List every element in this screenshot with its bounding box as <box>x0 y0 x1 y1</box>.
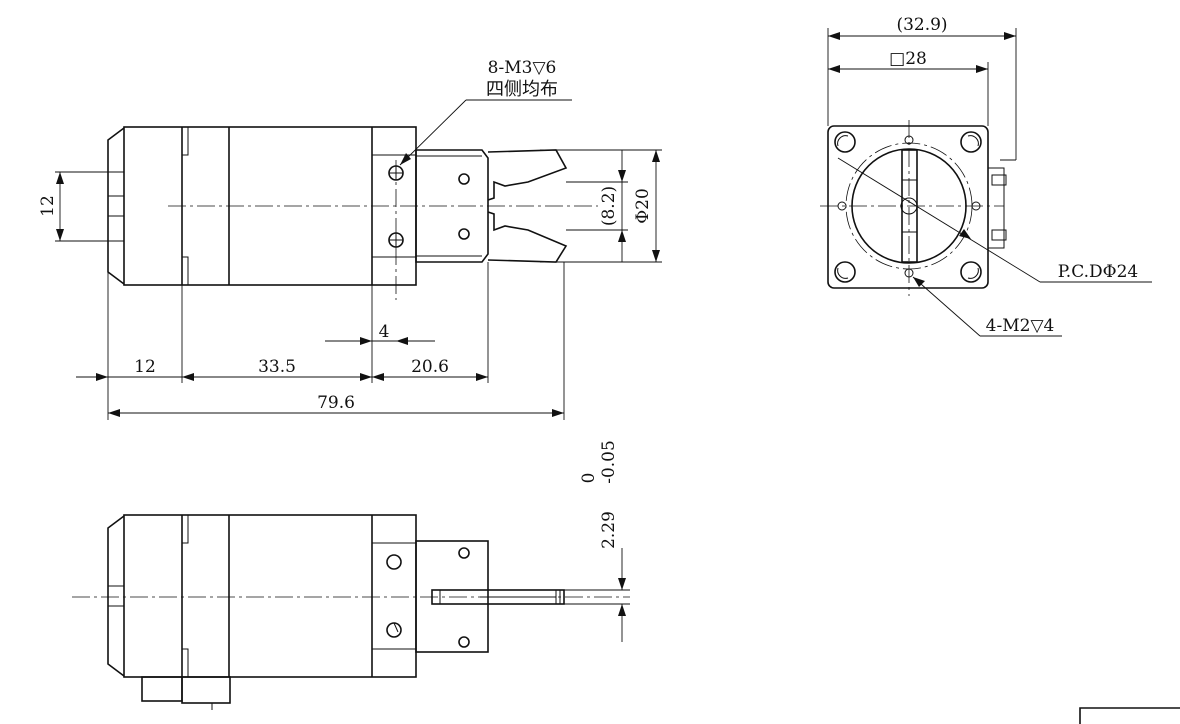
thread-note-m2: 4-M2▽4 <box>986 316 1055 336</box>
thread-note-line2: 四侧均布 <box>486 79 558 100</box>
dim-33-5: 33.5 <box>258 357 296 377</box>
dim-79-6: 79.6 <box>317 393 355 413</box>
pcd-label: P.C.DΦ24 <box>1058 262 1138 282</box>
front-view: 12 (8.2) Φ20 8-M3▽6 四侧均布 4 <box>38 58 662 420</box>
dim-12-bottom: 12 <box>134 357 156 377</box>
dim-8-2: (8.2) <box>599 186 619 226</box>
bottom-view: 2.29 0 -0.05 <box>72 440 630 710</box>
thread-note-line1: 8-M3▽6 <box>488 58 557 78</box>
lower-jaw <box>487 211 568 263</box>
title-block-corner <box>1079 707 1180 724</box>
dim-square-28: □28 <box>889 49 927 69</box>
dim-20-6: 20.6 <box>411 357 449 377</box>
end-view: (32.9) □28 P.C.DΦ24 4-M2▽4 <box>820 15 1152 337</box>
dim-12-left: 12 <box>38 195 58 217</box>
dim-4: 4 <box>379 322 390 342</box>
gripper-plate <box>415 540 489 653</box>
gripper-block <box>415 149 489 263</box>
dim-phi20: Φ20 <box>633 188 653 224</box>
upper-jaw <box>487 149 568 201</box>
flange-square <box>827 125 989 289</box>
dim-32-9: (32.9) <box>896 15 947 35</box>
dim-2-29: 2.29 <box>599 511 619 549</box>
tol-lower: -0.05 <box>599 440 619 484</box>
motor-rear-cap <box>107 127 125 285</box>
tol-upper: 0 <box>579 473 599 484</box>
